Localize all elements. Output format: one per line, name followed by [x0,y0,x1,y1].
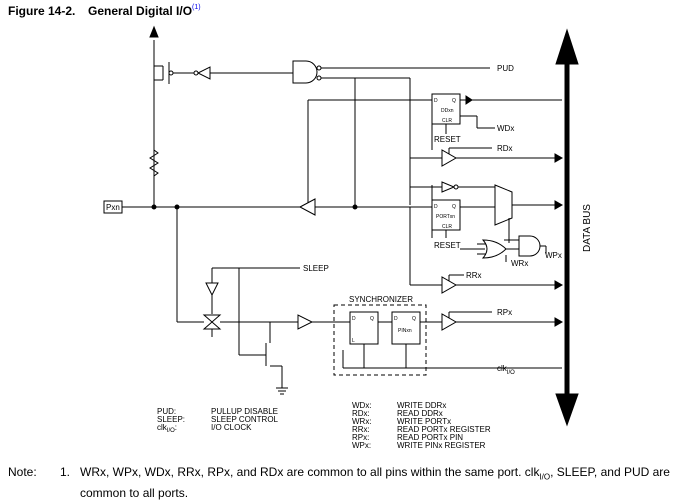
signal-rrx: RRx [466,271,482,280]
feedback-inverter [441,181,456,193]
figure-title-text: General Digital I/O [88,4,193,18]
ff-q-1: Q [452,98,456,104]
legend-right-abbr-5: RPx: [352,433,369,442]
ff-d-1: D [434,98,438,104]
signal-sleep: SLEEP [303,264,329,273]
legend-left-desc-1: PULLUP DISABLE [211,407,278,416]
signal-wrx: WRx [511,259,528,268]
legend-right-abbr-2: RDx: [352,409,370,418]
signal-wpx: WPx [545,251,562,260]
legend-right-desc-4: READ PORTx REGISTER [397,425,491,434]
legend-left-abbr-3: clkI/O: [157,423,177,434]
legend-left-desc-2: SLEEP CONTROL [211,415,279,424]
figure-title: Figure 14-2. General Digital I/O(1) [8,4,201,18]
sleep-input-path [176,207,350,395]
legend-right-abbr-3: WRx: [352,417,372,426]
figure-number: Figure 14-2. [8,4,76,18]
ff-d-2: D [434,204,438,210]
pin-label: Pxn [106,203,120,212]
ff-d-4: D [394,316,398,322]
signal-wdx: WDx [497,124,514,133]
synchronizer [333,304,562,376]
note-text: WRx, WPx, WDx, RRx, RPx, and RDx are com… [80,465,670,501]
pullup-and-gate [292,60,490,206]
pullup-branch [149,25,293,206]
legend-right-abbr-4: RRx: [352,425,370,434]
note-label: Note: [8,465,37,479]
legend-left-abbr-2: SLEEP: [157,415,185,424]
reset-label-1: RESET [434,135,461,144]
data-bus-label: DATA BUS [582,204,593,252]
legend-right-desc-2: READ DDRx [397,409,443,418]
legend-left-desc-3: I/O CLOCK [211,423,252,432]
legend-right-abbr-1: WDx: [352,401,372,410]
schmitt-buffer [297,314,314,330]
legend-left-abbr-1: PUD: [157,407,176,416]
ff-clr-1: CLR [442,118,452,124]
signal-rdx: RDx [497,144,513,153]
transmission-gate-top [202,314,222,323]
sleep-inverter [205,282,219,297]
legend-right: WDx: WRITE DDRx RDx: READ DDRx WRx: WRIT… [352,401,491,450]
ddxn-label: DDxn [441,108,454,114]
signal-pud: PUD [497,64,514,73]
ddxn-latch [431,93,562,150]
ff-q-4: Q [412,316,416,322]
synchronizer-label: SYNCHRONIZER [349,295,413,304]
pinxn-flipflop [391,311,421,345]
mux-symbol [494,184,513,226]
portxn-label: PORTxn [436,214,455,220]
rrx-buffer [409,207,564,294]
portxn-latch [410,181,564,243]
rdx-buffer [410,147,564,167]
legend-right-desc-1: WRITE DDRx [397,401,446,410]
legend-right-desc-3: WRITE PORTx [397,417,451,426]
legend-right-abbr-6: WPx: [352,441,371,450]
reset-label-2: RESET [434,241,461,250]
data-bus [555,28,579,427]
signal-rpx: RPx [497,308,512,317]
ff-q-2: Q [452,204,456,210]
wrx-wpx-gates [460,235,547,262]
signal-clk: clkI/O [497,364,515,376]
legend-left: PUD: PULLUP DISABLE SLEEP: SLEEP CONTROL… [157,407,279,434]
inverter-symbol [196,66,211,80]
ff-l-3: L [352,338,355,344]
legend-right-desc-5: READ PORTx PIN [397,433,463,442]
rpx-buffer [441,311,564,331]
ff-q-3: Q [370,316,374,322]
output-buffer [298,99,432,216]
note-number: 1. [60,465,71,479]
transmission-gate-bottom [202,321,222,330]
digital-io-schematic: Pxn PUD WDx RDx WRx WPx RRx RPx SLEEP cl… [103,25,593,450]
figure-note-ref[interactable]: (1) [192,4,201,11]
legend-right-desc-6: WRITE PINx REGISTER [397,441,486,450]
ff-clr-2: CLR [442,224,452,230]
pinxn-label: PINxn [398,328,412,334]
ff-d-3: D [352,316,356,322]
